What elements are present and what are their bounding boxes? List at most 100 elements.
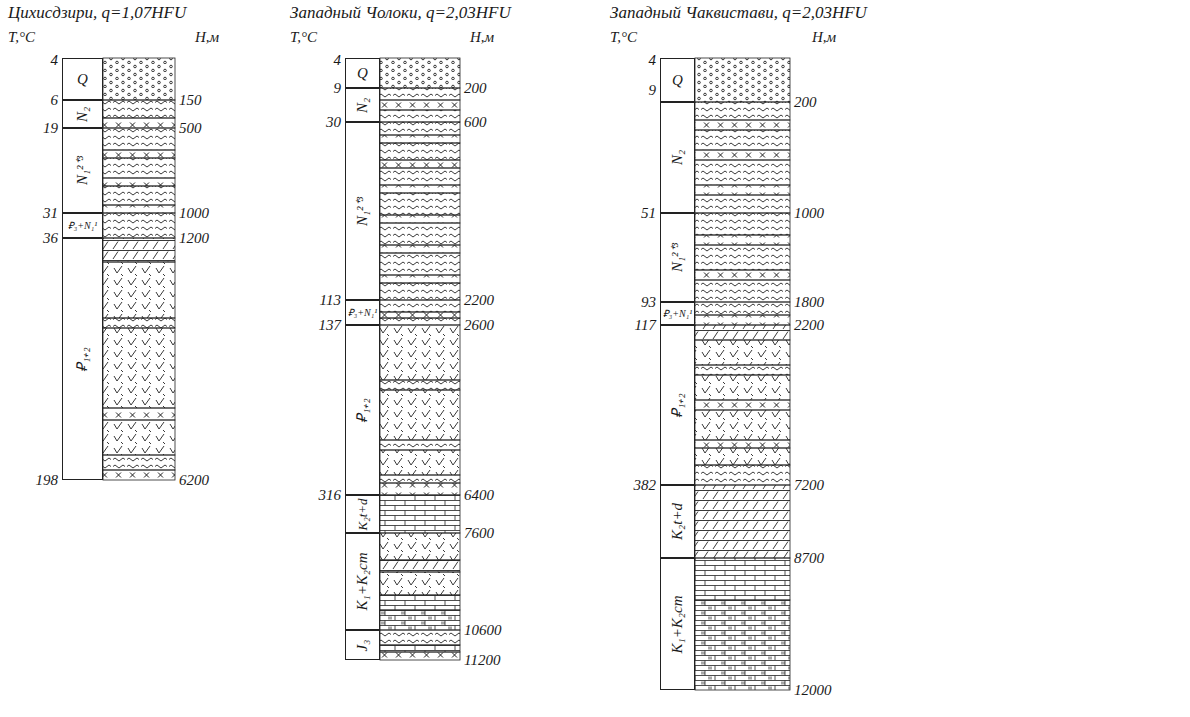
column-heading: T,°C	[8, 28, 35, 46]
rock-layer	[695, 375, 790, 400]
scale-value: 1800	[794, 293, 824, 311]
scale-value: 4	[649, 51, 657, 69]
column-one	[103, 58, 175, 480]
rock-layer	[380, 143, 460, 160]
scale-value: 30	[326, 113, 341, 131]
rock-layer	[380, 100, 460, 110]
rock-layer	[695, 280, 790, 302]
rock-layer	[695, 185, 790, 195]
rock-layer	[695, 213, 790, 235]
strata-cell: N₁²⁺³	[660, 213, 695, 302]
strata-label: N₁²⁺³	[355, 196, 370, 225]
rock-layer	[695, 270, 790, 280]
rock-layer	[380, 275, 460, 283]
strata-label: K₁+K₂cm	[355, 552, 370, 610]
rock-layer	[695, 448, 790, 465]
rock-layer	[695, 558, 790, 600]
rock-layer	[695, 400, 790, 410]
rock-layer	[380, 630, 460, 645]
rock-layer	[695, 245, 790, 270]
scale-value: 10600	[464, 621, 502, 639]
rock-layer	[103, 470, 175, 480]
scale-value: 2600	[464, 316, 494, 334]
rock-layer	[695, 340, 790, 365]
rock-layer	[380, 58, 460, 88]
column-heading: H,м	[195, 28, 219, 46]
rock-layer	[103, 318, 175, 328]
rock-layer	[103, 158, 175, 178]
strata-label: N₂	[355, 97, 370, 112]
strata-label: K₂t+d	[356, 498, 369, 530]
scale-value: 200	[794, 93, 817, 111]
rock-layer	[380, 483, 460, 495]
rock-layer	[103, 408, 175, 420]
rock-layer	[380, 380, 460, 390]
rock-layer	[695, 160, 790, 185]
scale-value: 117	[635, 316, 656, 334]
rock-layer	[380, 122, 460, 135]
scale-value: 31	[43, 204, 58, 222]
rock-layer	[380, 193, 460, 215]
strata-cell: ₽₃+N₁¹	[62, 213, 103, 238]
strata-label: ₽₃+N₁¹	[663, 309, 692, 319]
scale-value: 7200	[794, 476, 824, 494]
scale-value: 382	[634, 476, 657, 494]
scale-value: 36	[43, 229, 58, 247]
rock-layer	[380, 318, 460, 325]
rock-layer	[695, 365, 790, 375]
rock-layer	[380, 185, 460, 193]
rock-layer	[103, 420, 175, 455]
column-heading: Цихисдзири, q=1,07HFU	[8, 4, 186, 22]
rock-layer	[695, 302, 790, 315]
rock-layer	[695, 58, 790, 102]
scale-value: 1200	[179, 229, 209, 247]
rock-layer	[103, 328, 175, 408]
scale-value: 4	[51, 51, 59, 69]
strata-cell: J₃	[345, 630, 380, 660]
scale-value: 316	[319, 486, 342, 504]
strata-label: Q	[672, 73, 683, 88]
strata-cell: N₂	[62, 100, 103, 128]
scale-value: 600	[464, 113, 487, 131]
rock-layer	[695, 315, 790, 325]
rock-layer	[695, 120, 790, 130]
scale-value: 137	[319, 316, 342, 334]
strata-label: J₃	[355, 639, 370, 651]
strata-cell: N₂	[660, 102, 695, 213]
column-heading: H,м	[470, 28, 494, 46]
rock-layer	[103, 238, 175, 262]
scale-value: 93	[641, 293, 656, 311]
rock-layer	[695, 150, 790, 160]
rock-layer	[695, 235, 790, 245]
scale-value: 6200	[179, 471, 209, 489]
rock-layer	[380, 312, 460, 318]
rock-layer	[695, 130, 790, 150]
rock-layer	[380, 253, 460, 275]
rock-layer	[103, 100, 175, 118]
strata-label: Q	[357, 66, 368, 81]
column-heading: T,°C	[290, 28, 317, 46]
rock-layer	[380, 560, 460, 572]
rock-layer	[380, 440, 460, 450]
scale-value: 2200	[464, 291, 494, 309]
scale-value: 6400	[464, 486, 494, 504]
strata-cell: ₽₃+N₁¹	[345, 300, 380, 325]
strata-label: K₁+K₂cm	[670, 595, 685, 653]
strata-cell: ₽₃+N₁¹	[660, 302, 695, 325]
rock-layer	[380, 223, 460, 245]
rock-layer	[695, 440, 790, 448]
rock-layer	[103, 186, 175, 205]
strata-label: ₽₁₊₂	[670, 393, 685, 417]
scale-value: 1000	[794, 204, 824, 222]
rock-layer	[380, 168, 460, 185]
rock-layer	[103, 58, 175, 100]
rock-layer	[380, 533, 460, 560]
column-three	[695, 58, 790, 690]
rock-layer	[695, 102, 790, 120]
rock-layer	[380, 645, 460, 652]
scale-value: 9	[334, 79, 342, 97]
scale-value: 51	[641, 204, 656, 222]
strata-cell: Q	[660, 58, 695, 102]
